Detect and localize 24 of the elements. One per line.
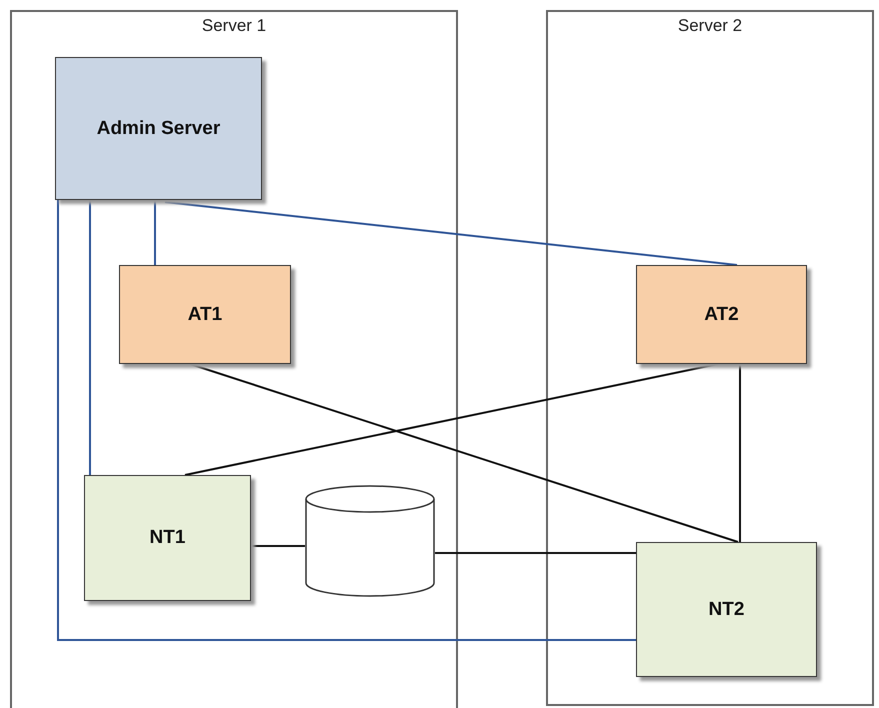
connector-line — [57, 200, 636, 641]
process-box — [119, 265, 291, 364]
server-box — [55, 57, 262, 200]
server-frame — [10, 10, 458, 708]
process-box — [636, 265, 807, 364]
box-label: AT2 — [704, 304, 739, 326]
process-box — [84, 475, 251, 601]
box-label: Admin Server — [96, 118, 220, 140]
connector-line — [739, 364, 741, 542]
database-cylinder — [305, 485, 435, 597]
box-label: AT1 — [188, 304, 222, 326]
connector-line — [154, 200, 156, 265]
connector-line — [190, 363, 738, 543]
server-label: Server 2 — [676, 16, 744, 36]
connector-line — [89, 200, 91, 475]
server-label: Server 1 — [200, 16, 268, 36]
connector-line — [251, 545, 305, 547]
process-box — [636, 542, 817, 677]
box-label: NT1 — [150, 527, 186, 549]
connector-line — [435, 552, 636, 554]
connector-line — [184, 363, 718, 476]
server-frame — [546, 10, 874, 706]
box-label: NT2 — [708, 598, 744, 620]
connector-line — [164, 201, 738, 266]
